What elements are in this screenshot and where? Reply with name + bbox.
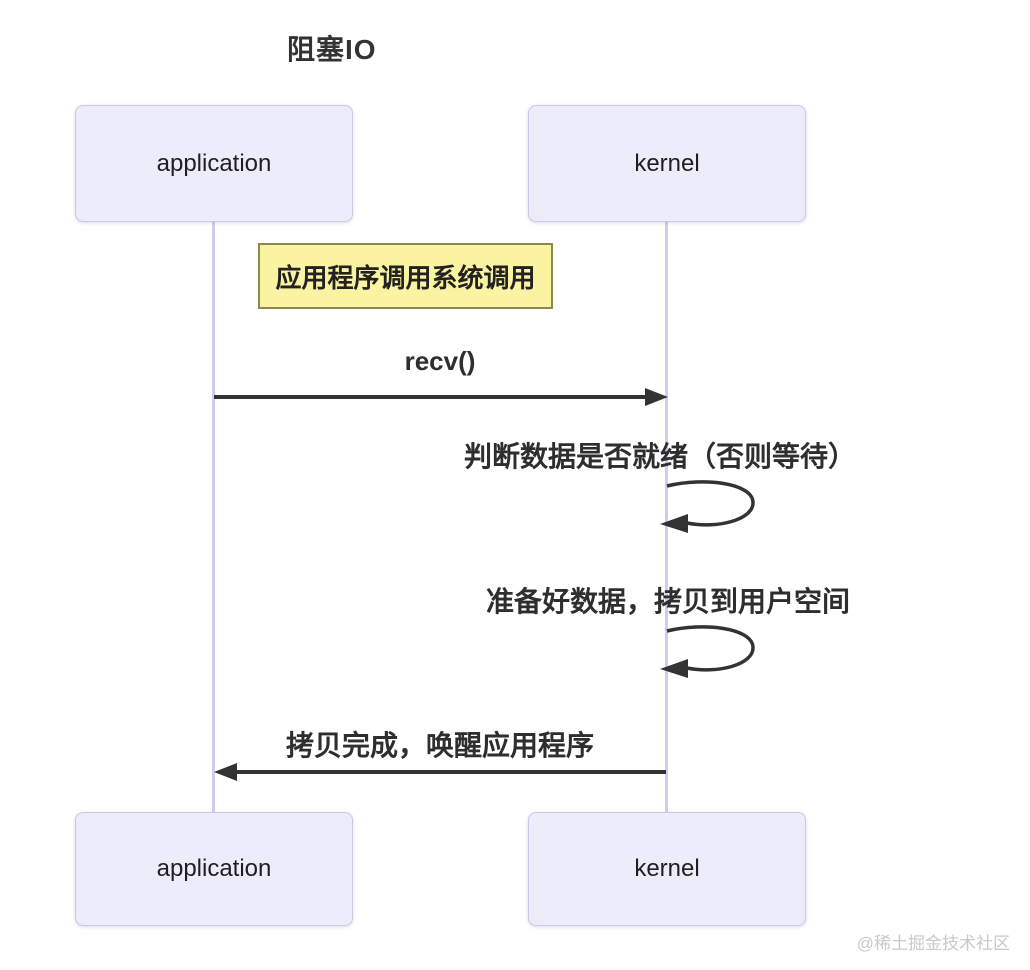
self-loop-check-arrow xyxy=(666,480,755,527)
watermark: @稀土掘金技术社区 xyxy=(856,934,1010,953)
note-box: 应用程序调用系统调用 xyxy=(258,243,553,309)
return-arrowhead-icon xyxy=(214,763,237,781)
self-loop-prepare-arrow xyxy=(666,625,755,672)
actor-label-application-bottom: application xyxy=(156,855,272,882)
actor-label-application-top: application xyxy=(156,149,272,177)
diagram-title: 阻塞IO xyxy=(287,34,377,65)
actor-box-kernel-bottom: kernel xyxy=(528,812,806,926)
message-recv-label: recv() xyxy=(404,346,476,376)
actor-label-kernel-bottom: kernel xyxy=(634,855,700,882)
message-prepare-copy-label: 准备好数据，拷贝到用户空间 xyxy=(485,586,850,617)
actor-label-kernel-top: kernel xyxy=(634,149,700,177)
actor-box-application-bottom: application xyxy=(75,812,353,926)
lifeline-application xyxy=(212,222,215,812)
note-label: 应用程序调用系统调用 xyxy=(275,262,536,293)
message-copy-done-wake-label: 拷贝完成，唤醒应用程序 xyxy=(285,730,594,761)
message-check-ready-label: 判断数据是否就绪（否则等待） xyxy=(463,441,856,472)
actor-box-kernel-top: kernel xyxy=(528,105,806,222)
actor-box-application-top: application xyxy=(75,105,353,222)
